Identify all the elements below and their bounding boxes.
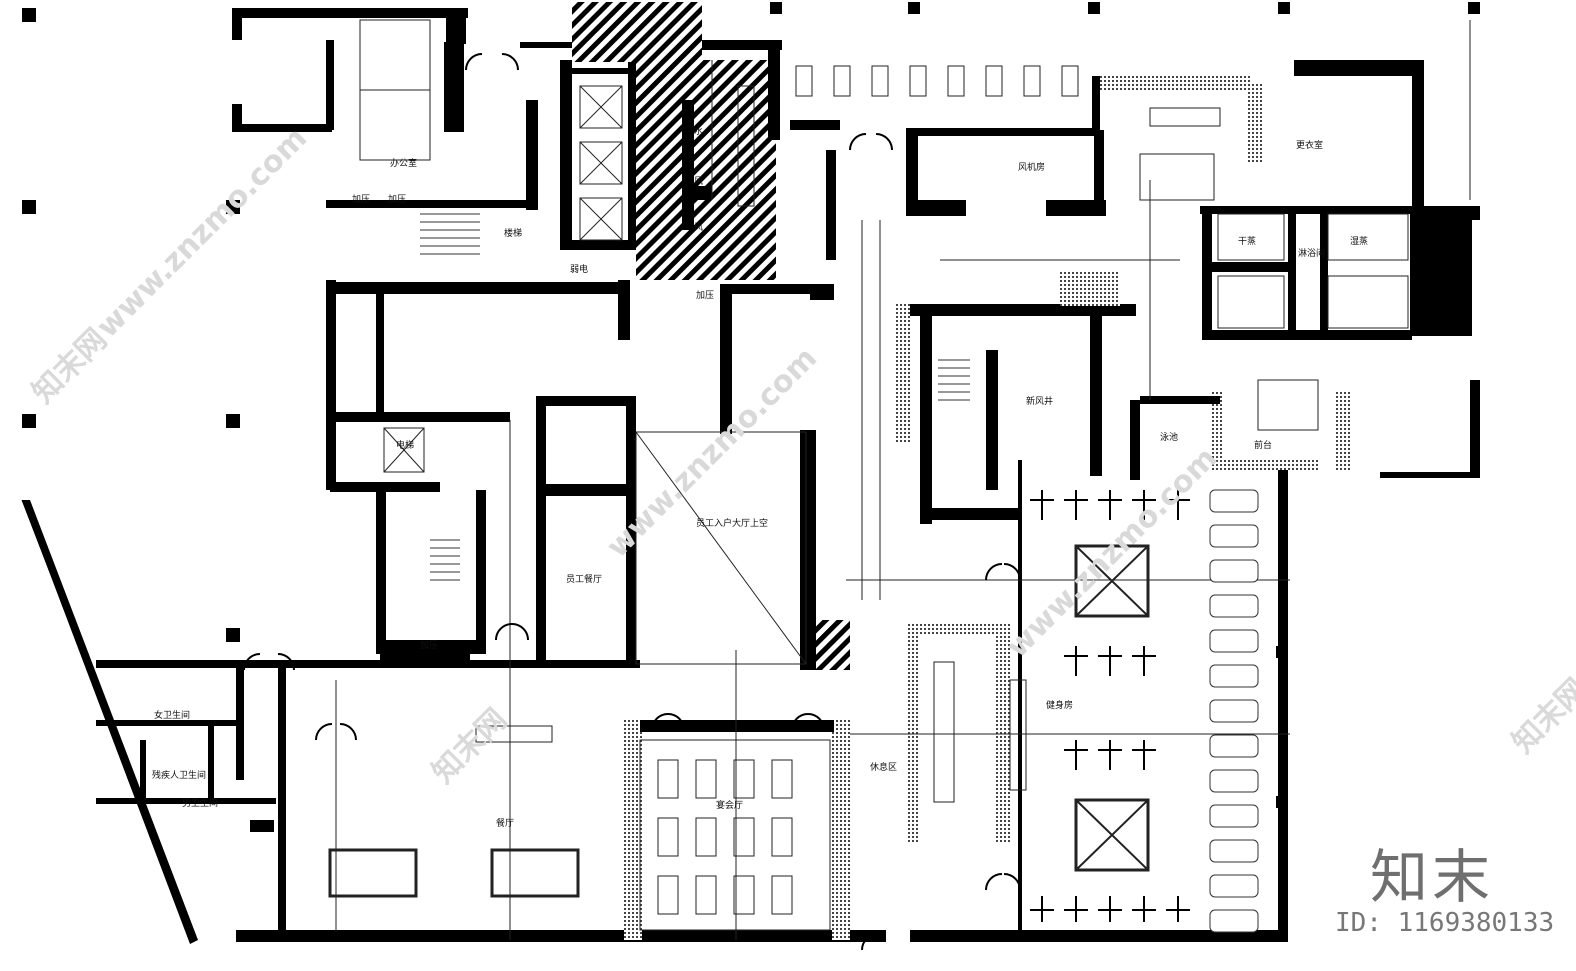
label-locker: 更衣室	[1296, 139, 1323, 151]
label-fresh-air: 新风井	[1026, 395, 1053, 407]
label-pool: 泳池	[1160, 431, 1178, 443]
label-water: 水	[694, 125, 703, 137]
label-rest: 休息区	[870, 761, 897, 773]
label-press-a: 加压	[352, 194, 370, 205]
label-wc-d: 残疾人卫生间	[152, 769, 206, 781]
label-press-b: 加压	[388, 194, 406, 205]
brand-logo: 知末	[1370, 843, 1495, 911]
diagonal-facade	[22, 500, 198, 944]
label-wc-m: 男卫生间	[182, 797, 218, 809]
label-fan-room: 风机房	[1018, 161, 1045, 173]
label-press-d: 加压	[696, 290, 714, 301]
label-office: 办公室	[390, 157, 417, 169]
equipment	[383, 65, 1079, 473]
label-restaurant: 宴会厅	[716, 799, 743, 811]
label-reception: 前台	[1254, 439, 1272, 451]
plan-lines	[328, 19, 1471, 940]
label-wc-f: 女卫生间	[154, 709, 190, 721]
label-staff-entry: 员工入户大厅上空	[696, 517, 768, 529]
label-shower: 淋浴间	[1298, 247, 1325, 259]
label-press-c: 加压	[420, 640, 438, 651]
image-id-label: ID: 1169380133	[1335, 908, 1555, 938]
label-wet: 湿蒸	[1350, 235, 1368, 247]
door-swings	[243, 53, 1021, 951]
label-stair-a: 楼梯	[504, 227, 522, 239]
label-wind2: 风	[694, 222, 703, 233]
label-weak: 弱电	[570, 263, 588, 275]
walls	[96, 2, 1480, 942]
room-labels: 办公室 楼梯 加压 加压 弱电 水 风 风 电梯 员工餐厅 加压 加压 员工入户…	[152, 125, 1368, 829]
label-wind1: 风	[694, 176, 703, 187]
label-fitness: 健身房	[1046, 699, 1073, 711]
label-dry: 干蒸	[1238, 235, 1256, 247]
stairs	[420, 213, 970, 581]
parking-bays	[1209, 489, 1259, 933]
label-elevator: 电梯	[396, 439, 414, 451]
label-staff-dine: 员工餐厅	[566, 573, 602, 585]
label-lobby: 餐厅	[496, 817, 514, 829]
gym-machines	[1030, 490, 1190, 922]
